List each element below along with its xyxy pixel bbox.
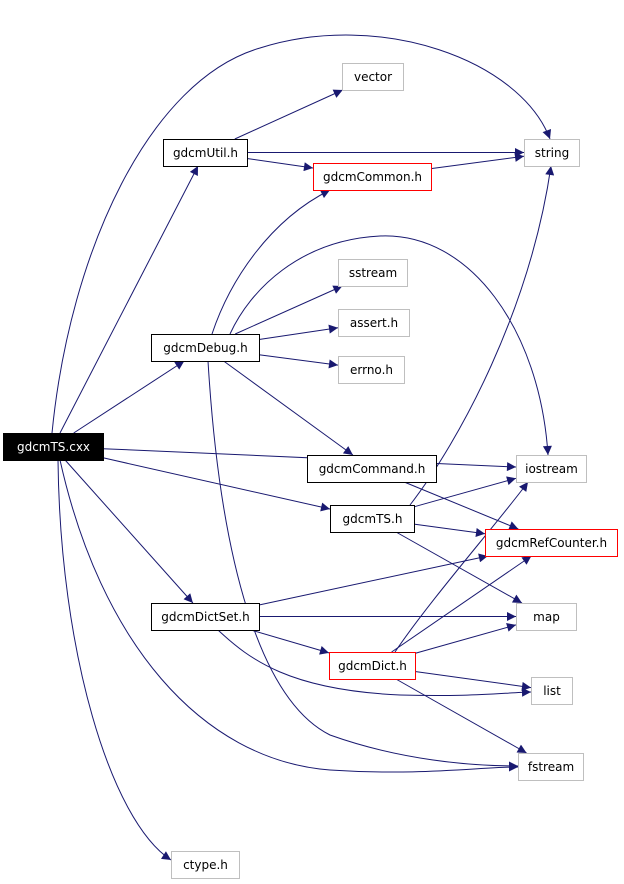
edge-gdcmDict_h-to-list	[414, 671, 532, 691]
node-label-gdcmCommon_h: gdcmCommon.h	[323, 170, 422, 184]
node-gdcmUtil_h[interactable]: gdcmUtil.h	[163, 139, 248, 167]
node-gdcmDictSet_h[interactable]: gdcmDictSet.h	[151, 603, 260, 631]
node-gdcmDict_h[interactable]: gdcmDict.h	[329, 652, 416, 680]
edge-gdcmTS_cxx-to-gdcmDebug_h	[73, 360, 185, 434]
node-vector: vector	[342, 63, 404, 91]
node-label-map: map	[533, 610, 560, 624]
node-box-gdcmDictSet_h	[151, 603, 260, 631]
edge-gdcmTS_cxx-to-ctype_h	[57, 459, 172, 861]
node-box-errno_h	[338, 356, 405, 384]
node-box-list	[531, 677, 573, 705]
node-iostream: iostream	[516, 455, 587, 483]
node-label-gdcmCommand_h: gdcmCommand.h	[319, 462, 426, 476]
edge-gdcmTS_h-to-string	[409, 165, 555, 506]
node-label-fstream: fstream	[528, 760, 574, 774]
nodes: gdcmTS.cxx gdcmUtil.h vector string gdcmComm…	[3, 63, 618, 879]
node-map: map	[516, 603, 577, 631]
edge-gdcmCommand_h-to-gdcmRefCounter_h	[404, 481, 519, 530]
node-gdcmDebug_h[interactable]: gdcmDebug.h	[151, 334, 260, 362]
node-box-map	[516, 603, 577, 631]
node-label-assert_h: assert.h	[350, 316, 398, 330]
node-label-string: string	[535, 146, 569, 160]
edge-gdcmUtil_h-to-vector	[234, 89, 343, 140]
node-box-gdcmDict_h	[329, 652, 416, 680]
node-box-fstream	[518, 753, 584, 781]
edge-gdcmDict_h-to-fstream	[395, 678, 527, 754]
edge-gdcmDebug_h-to-errno_h	[258, 354, 339, 369]
node-box-string	[524, 139, 580, 167]
node-label-gdcmTS_h: gdcmTS.h	[343, 512, 403, 526]
node-box-gdcmCommon_h	[313, 163, 432, 191]
edge-gdcmDictSet_h-to-list	[217, 629, 532, 697]
node-box-ctype_h	[171, 851, 240, 879]
node-label-gdcmUtil_h: gdcmUtil.h	[173, 146, 238, 160]
edge-gdcmDictSet_h-to-gdcmRefCounter_h	[258, 553, 489, 606]
node-label-errno_h: errno.h	[350, 363, 393, 377]
node-box-assert_h	[338, 309, 410, 337]
node-list: list	[531, 677, 573, 705]
node-label-list: list	[543, 684, 561, 698]
node-box-sstream	[338, 259, 408, 287]
edge-gdcmTS_cxx-to-gdcmTS_h	[102, 457, 331, 512]
node-gdcmCommand_h[interactable]: gdcmCommand.h	[307, 455, 437, 483]
node-errno_h: errno.h	[338, 356, 405, 384]
node-box-gdcmTS_cxx	[3, 433, 104, 461]
node-label-iostream: iostream	[525, 462, 578, 476]
node-label-gdcmDictSet_h: gdcmDictSet.h	[161, 610, 250, 624]
node-box-vector	[342, 63, 404, 91]
edge-gdcmDebug_h-to-assert_h	[258, 324, 339, 340]
node-gdcmCommon_h[interactable]: gdcmCommon.h	[313, 163, 432, 191]
edge-gdcmTS_h-to-gdcmRefCounter_h	[413, 523, 486, 537]
node-box-iostream	[516, 455, 587, 483]
node-ctype_h: ctype.h	[171, 851, 240, 879]
node-box-gdcmUtil_h	[163, 139, 248, 167]
edge-gdcmDebug_h-to-gdcmCommand_h	[223, 360, 354, 456]
node-string: string	[524, 139, 580, 167]
node-gdcmTS_h[interactable]: gdcmTS.h	[330, 505, 415, 533]
edge-gdcmTS_cxx-to-gdcmUtil_h	[59, 165, 199, 434]
node-label-ctype_h: ctype.h	[183, 858, 228, 872]
node-box-gdcmCommand_h	[307, 455, 437, 483]
node-label-gdcmRefCounter_h: gdcmRefCounter.h	[496, 536, 607, 550]
edge-gdcmDict_h-to-map	[414, 623, 517, 654]
node-sstream: sstream	[338, 259, 408, 287]
edge-gdcmDebug_h-to-gdcmCommon_h	[211, 189, 331, 335]
edge-gdcmTS_cxx-to-string	[51, 34, 551, 434]
edge-gdcmTS_cxx-to-gdcmDictSet_h	[64, 459, 194, 604]
edge-gdcmTS_h-to-iostream	[413, 476, 517, 508]
node-gdcmTS_cxx[interactable]: gdcmTS.cxx	[3, 433, 104, 461]
node-label-gdcmTS_cxx: gdcmTS.cxx	[17, 440, 90, 454]
edge-gdcmUtil_h-to-gdcmCommon_h	[246, 158, 314, 172]
node-label-gdcmDebug_h: gdcmDebug.h	[163, 341, 247, 355]
node-box-gdcmTS_h	[330, 505, 415, 533]
edges	[51, 34, 555, 861]
edge-gdcmDebug_h-to-fstream	[207, 360, 519, 771]
node-label-vector: vector	[354, 70, 392, 84]
node-label-gdcmDict_h: gdcmDict.h	[338, 659, 407, 673]
edge-gdcmDebug_h-to-sstream	[234, 285, 343, 335]
node-assert_h: assert.h	[338, 309, 410, 337]
edge-gdcmDebug_h-to-iostream	[229, 235, 552, 456]
node-box-gdcmDebug_h	[151, 334, 260, 362]
edge-gdcmDict_h-to-iostream	[394, 481, 529, 653]
edge-gdcmDictSet_h-to-gdcmDict_h	[250, 629, 330, 655]
edge-gdcmTS_cxx-to-fstream	[59, 459, 519, 773]
edge-gdcmCommon_h-to-string	[430, 152, 525, 170]
node-label-sstream: sstream	[349, 266, 397, 280]
edge-gdcmDict_h-to-gdcmRefCounter_h	[391, 555, 532, 653]
node-gdcmRefCounter_h[interactable]: gdcmRefCounter.h	[485, 529, 618, 557]
node-fstream: fstream	[518, 753, 584, 781]
node-box-gdcmRefCounter_h	[485, 529, 618, 557]
